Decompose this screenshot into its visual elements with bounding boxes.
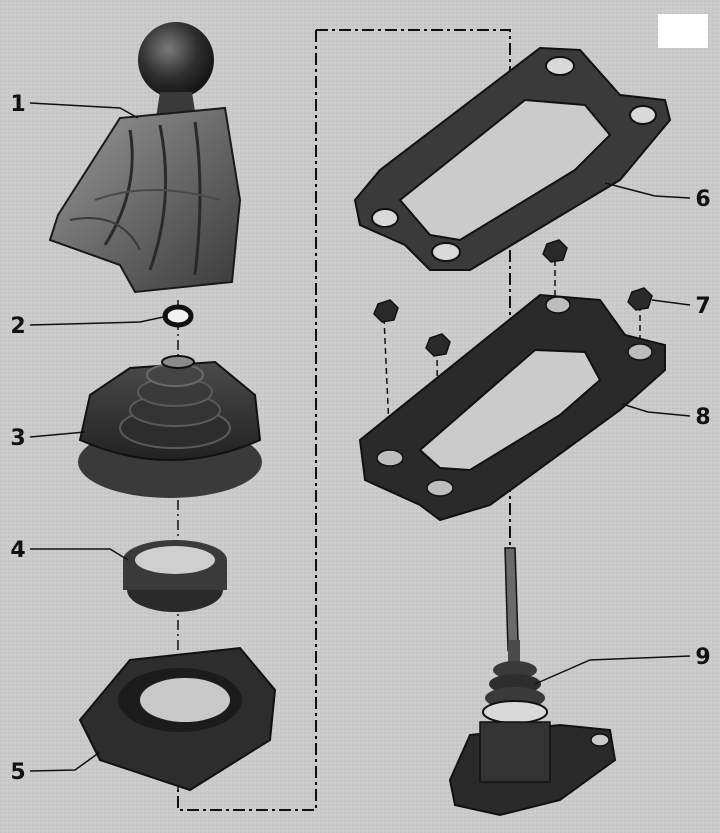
- part-1-shift-knob-boot: [48, 22, 242, 294]
- callout-3: 3: [10, 426, 25, 451]
- part-6-gasket: [353, 46, 672, 271]
- part-5-lower-boot-seal: [78, 646, 277, 792]
- callout-5: 5: [10, 760, 25, 785]
- part-2-clip: [162, 304, 194, 328]
- white-patch: [658, 14, 708, 48]
- callout-2: 2: [10, 314, 25, 339]
- part-9-shift-lever-housing: [448, 547, 617, 817]
- callout-7: 7: [695, 294, 710, 319]
- callout-8: 8: [695, 405, 710, 430]
- part-7-nuts: [373, 239, 653, 357]
- callout-labels: 1 2 3 4 5 6 7 8 9: [10, 92, 710, 785]
- callout-4: 4: [10, 538, 25, 563]
- callout-6: 6: [695, 187, 710, 212]
- part-3-bellows-seal: [78, 355, 262, 498]
- part-4-ring: [123, 540, 227, 612]
- callout-1: 1: [10, 92, 25, 117]
- callout-9: 9: [695, 645, 710, 670]
- shift-boot: [48, 106, 242, 294]
- part-8-mounting-plate: [358, 293, 666, 522]
- shift-knob: [138, 22, 214, 98]
- leader-lines: [29, 102, 691, 772]
